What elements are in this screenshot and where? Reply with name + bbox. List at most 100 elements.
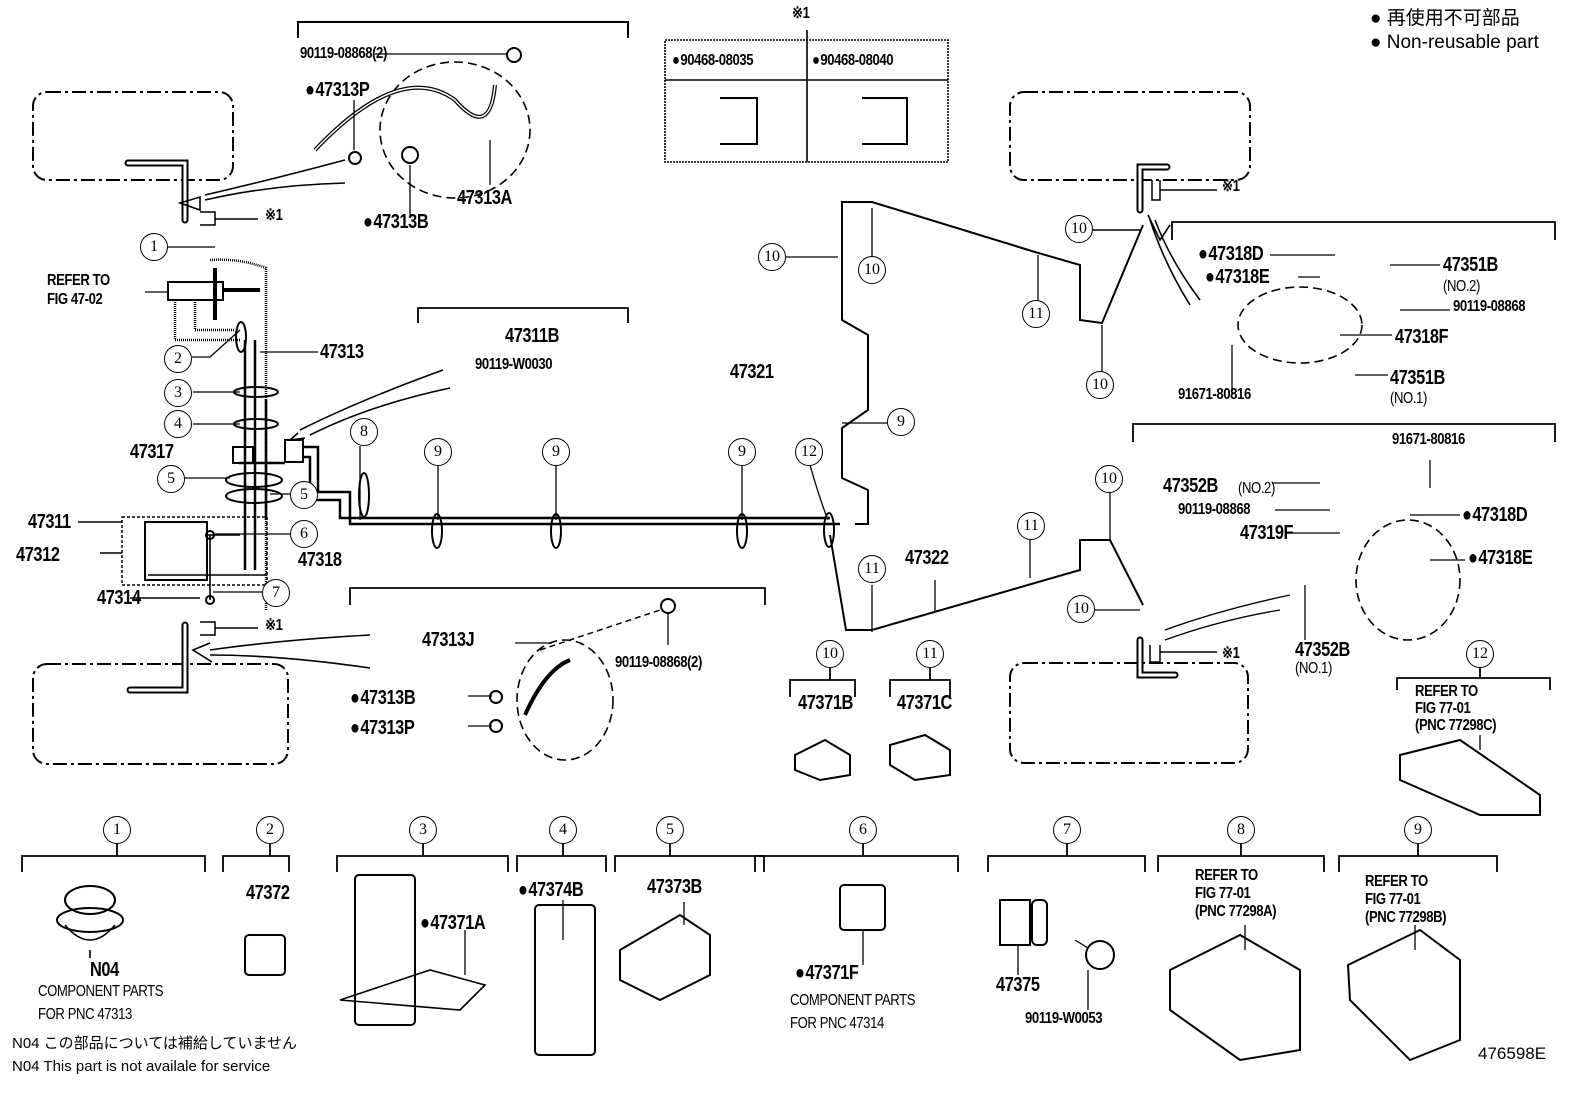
part-label[interactable]: 47313A [457,187,512,209]
part-label[interactable]: 90119-08868(2) [300,45,387,62]
callout-12: 12 [795,438,823,466]
junction-block [121,516,268,586]
part-label[interactable]: 47311 [28,511,71,533]
clip-part-label[interactable]: 90468-08035 [672,52,753,69]
part-label[interactable]: 47351B [1390,367,1445,389]
part-sublabel: (NO.1) [1390,390,1427,407]
clip-77298B-icon [1346,928,1461,1062]
part-label[interactable]: 47352B [1163,475,1218,497]
callout-10: 10 [816,640,844,668]
caliper-disc-top [379,61,531,199]
vehicle-outline-right-top [1009,91,1251,181]
part-label[interactable]: 47321 [730,361,774,383]
group-bracket [297,21,629,38]
part-label[interactable]: 47313J [422,629,475,651]
part-label[interactable]: 47313 [320,341,364,363]
refer-line2[interactable]: FIG 77-01 [1195,885,1251,902]
clip-47372-icon [244,934,286,976]
part-label[interactable]: 47313P [350,718,415,738]
part-sublabel: (NO.2) [1443,278,1480,295]
part-label[interactable]: 47313B [363,212,428,232]
legend-jp: ● 再使用不可部品 [1370,7,1520,31]
part-label[interactable]: 90119-W0053 [1025,1010,1103,1027]
part-label[interactable]: 90119-08868(2) [615,654,702,671]
callout-6: 6 [849,816,877,844]
part-label[interactable]: 47352B [1295,639,1350,661]
ref-mark: ※1 [1222,645,1240,662]
refer-line2[interactable]: FIG 77-01 [1365,891,1421,908]
part-label[interactable]: 47314 [97,587,141,609]
callout-10: 10 [858,256,886,284]
component-desc: FOR PNC 47314 [790,1015,884,1032]
part-label[interactable]: 47318 [298,549,342,571]
callout-10: 10 [1095,465,1123,493]
callout-1: 1 [103,816,131,844]
legend-marker: ● [1370,32,1382,53]
part-label[interactable]: 47371C [897,692,952,714]
refer-line1: REFER TO [1415,683,1478,700]
callout-8: 8 [350,418,378,446]
part-label[interactable]: 90119-W0030 [475,356,553,373]
callout-3: 3 [409,816,437,844]
callout-12: 12 [1466,640,1494,668]
legend-marker: ● [1370,8,1382,29]
refer-line1: REFER TO [1365,873,1428,890]
part-label[interactable]: 47313B [350,688,415,708]
part-label[interactable]: 47318F [1395,326,1449,348]
clip-77298C-icon [1399,738,1541,816]
callout-4: 4 [164,410,192,438]
ref-mark: ※1 [1222,178,1240,195]
clip-47373B-icon [619,913,711,1002]
refer-line1: REFER TO [1195,867,1258,884]
part-sublabel: (NO.2) [1238,480,1275,497]
clip-part-label[interactable]: 90468-08040 [812,52,893,69]
part-label[interactable]: 47312 [16,544,60,566]
callout-9: 9 [1404,816,1432,844]
part-label[interactable]: 91671-80816 [1392,431,1465,448]
refer-master-line2[interactable]: FIG 47-02 [47,291,103,308]
part-label[interactable]: 47351B [1443,254,1498,276]
part-label[interactable]: 47318D [1462,505,1527,525]
callout-5: 5 [157,465,185,493]
part-label[interactable]: 47318D [1198,244,1263,264]
part-label[interactable]: 47318E [1205,267,1270,287]
refer-line3: (PNC 77298A) [1195,903,1277,920]
part-label[interactable]: 47318E [1468,548,1533,568]
part-label[interactable]: 90119-08868 [1178,501,1251,518]
component-desc: FOR PNC 47313 [38,1006,132,1023]
part-label[interactable]: 47371F [795,963,859,983]
part-label[interactable]: N04 [90,959,119,981]
part-sublabel: (NO.1) [1295,660,1332,677]
part-label[interactable]: 47313P [305,80,370,100]
part-label[interactable]: 47317 [130,441,174,463]
callout-6: 6 [290,520,318,548]
washer-icon [348,151,362,165]
callout-11: 11 [1017,512,1045,540]
callout-7: 7 [262,579,290,607]
part-label[interactable]: 47311B [505,325,560,347]
callout-8: 8 [1227,816,1255,844]
clip-47371A-icon [354,874,416,1026]
callout-4: 4 [549,816,577,844]
clip-47375-icon [999,899,1031,946]
refer-line2[interactable]: FIG 77-01 [1415,700,1471,717]
part-label[interactable]: 47319F [1240,522,1294,544]
callout-11: 11 [916,640,944,668]
coupler-block [232,446,254,464]
callout-1: 1 [140,233,168,261]
part-label[interactable]: 47371A [420,913,485,933]
brake-line-47321 [841,201,1144,525]
part-label[interactable]: 47373B [647,876,702,898]
callout-3: 3 [164,379,192,407]
part-label[interactable]: 47375 [996,974,1040,996]
part-label[interactable]: 47374B [518,880,583,900]
grommet-icon [64,885,116,915]
callout-5: 5 [656,816,684,844]
part-label[interactable]: 47372 [246,882,290,904]
part-label[interactable]: 47371B [798,692,853,714]
part-label[interactable]: 47322 [905,547,949,569]
part-label[interactable]: 90119-08868 [1453,298,1526,315]
part-label[interactable]: 91671-80816 [1178,386,1251,403]
callout-10: 10 [1086,371,1114,399]
